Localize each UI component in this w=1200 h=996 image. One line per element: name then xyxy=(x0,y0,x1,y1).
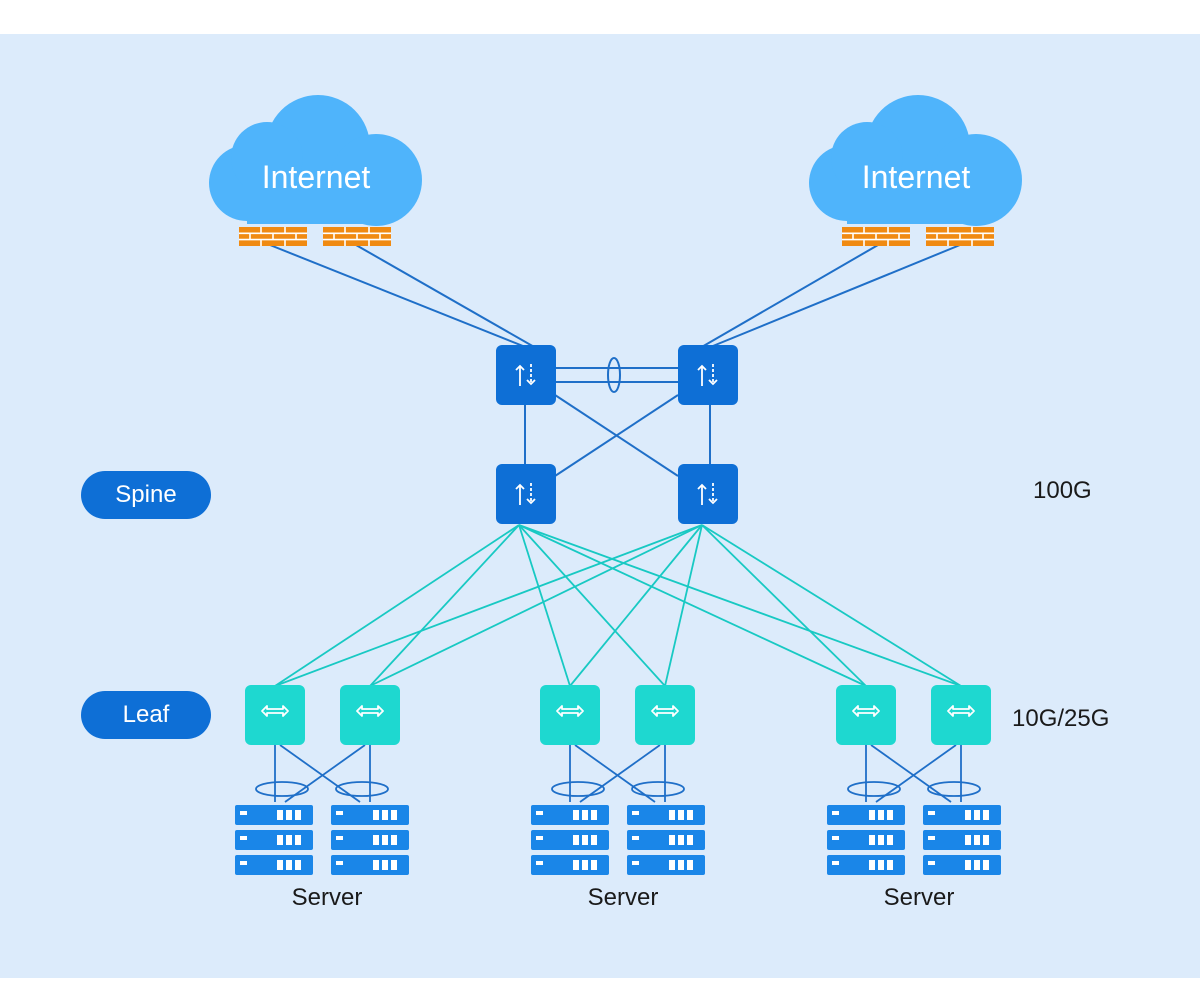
server-bond-rings xyxy=(255,781,981,797)
core-switch-top-right xyxy=(678,345,738,405)
server-rack-icon xyxy=(923,805,1001,875)
internet-cloud-right: Internet xyxy=(809,95,1022,247)
server-group-label: Server xyxy=(292,884,363,911)
spine-switch-right xyxy=(678,464,738,524)
access-switch-icon xyxy=(556,705,584,717)
cloud-icon xyxy=(809,95,1022,226)
leaf-tier-label: Leaf xyxy=(81,691,211,739)
spine-tier-label: Spine xyxy=(81,471,211,519)
leaf-switch xyxy=(340,685,400,745)
server-group-3: Server xyxy=(827,805,1001,911)
core-switch-icon xyxy=(697,483,718,505)
server-group-label: Server xyxy=(884,884,955,911)
uplink-lines xyxy=(269,244,961,349)
leaf-switch xyxy=(836,685,896,745)
server-rack-icon xyxy=(331,805,409,875)
server-rack-icon xyxy=(531,805,609,875)
core-switch-top-left xyxy=(496,345,556,405)
leaf-switch xyxy=(931,685,991,745)
server-rack-icon xyxy=(235,805,313,875)
server-group-2: Server xyxy=(531,805,705,911)
access-switch-icon xyxy=(947,705,975,717)
firewall-icon xyxy=(238,226,308,247)
server-group-label: Server xyxy=(588,884,659,911)
leaf-switch xyxy=(245,685,305,745)
leaf-switch xyxy=(635,685,695,745)
downlink-lines xyxy=(274,524,962,687)
cloud-icon xyxy=(209,95,422,226)
firewall-icon xyxy=(841,226,911,247)
leaf-switch xyxy=(540,685,600,745)
cloud-label: Internet xyxy=(262,159,371,195)
leaf-speed-label: 10G/25G xyxy=(1012,705,1110,732)
leaf-switches xyxy=(245,685,991,745)
core-switch-icon xyxy=(515,483,536,505)
core-switch-icon xyxy=(697,364,718,386)
firewall-icon xyxy=(322,226,392,247)
spine-switch-left xyxy=(496,464,556,524)
firewall-icon xyxy=(925,226,995,247)
cloud-label: Internet xyxy=(862,159,971,195)
access-switch-icon xyxy=(356,705,384,717)
access-switch-icon xyxy=(852,705,880,717)
spine-speed-label: 100G xyxy=(1033,477,1092,504)
internet-cloud-left: Internet xyxy=(209,95,422,247)
server-group-1: Server xyxy=(235,805,409,911)
server-rack-icon xyxy=(827,805,905,875)
server-links xyxy=(274,744,962,803)
link-aggregation-ring xyxy=(607,357,621,393)
server-rack-icon xyxy=(627,805,705,875)
access-switch-icon xyxy=(651,705,679,717)
access-switch-icon xyxy=(261,705,289,717)
core-switch-icon xyxy=(515,364,536,386)
spine-interconnect-lines xyxy=(524,367,711,477)
